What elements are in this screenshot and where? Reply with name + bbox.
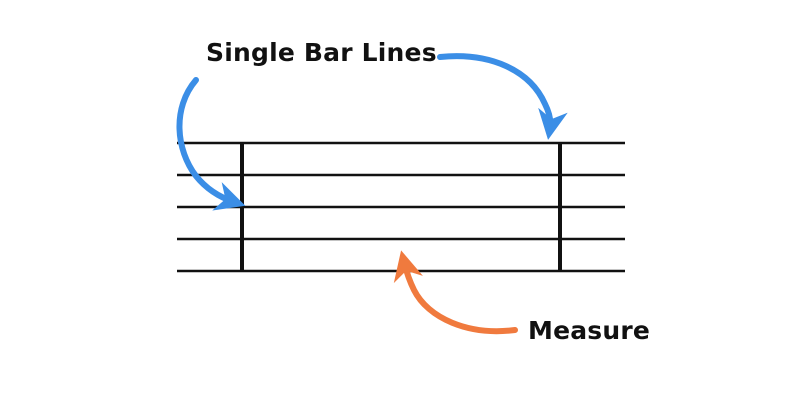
label-measure: Measure	[528, 316, 651, 345]
bar-line-arrow-left	[176, 77, 246, 211]
measure-arrow-group	[393, 250, 518, 335]
bar-line-arrows	[176, 53, 568, 211]
staff-lines	[177, 141, 625, 273]
bar-line-arrow-right	[437, 53, 568, 140]
measure-arrow	[393, 250, 518, 335]
label-single-bar-lines: Single Bar Lines	[206, 38, 437, 67]
